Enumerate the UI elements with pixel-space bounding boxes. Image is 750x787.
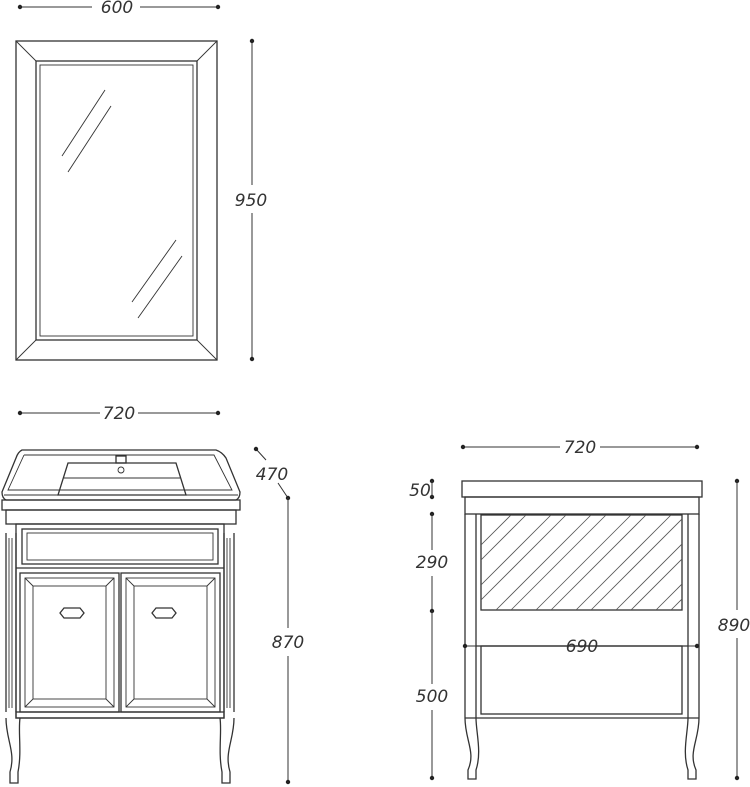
cabinet-height-dimension: 870: [272, 498, 304, 785]
drawer-height-label: 290: [416, 553, 448, 573]
cabinet-body: [5, 523, 235, 719]
door-handle-right[interactable]: [151, 607, 177, 619]
mirror-height-label: 950: [235, 191, 267, 211]
side-top-slab: [461, 480, 703, 515]
cabinet-sink-top: [1, 449, 241, 525]
top-thickness-label: 50: [409, 481, 431, 501]
mirror-width-dimension: 600: [17, 0, 221, 18]
cabinet-height-label: 870: [272, 633, 304, 653]
cabinet-legs: [5, 717, 235, 784]
side-height-label: 890: [718, 616, 750, 636]
side-height-dimension: 890: [718, 478, 750, 781]
side-width-dimension: 720: [460, 438, 700, 458]
side-frame: [464, 514, 700, 719]
mirror-frame: [15, 40, 218, 361]
door-left: [19, 572, 120, 713]
drawer-panel: [21, 528, 219, 565]
door-right: [120, 572, 221, 713]
fluted-column-left: [5, 533, 17, 712]
mirror: 600 950: [15, 0, 267, 362]
side-legs: [464, 717, 700, 780]
mirror-height-dimension: 950: [235, 38, 267, 362]
cabinet-depth-label: 470: [256, 465, 288, 485]
mirror-reflection-marks: [61, 89, 183, 319]
cabinet-side-view: 720: [409, 438, 750, 781]
drawer-hatching: [481, 515, 682, 610]
door-handle-left[interactable]: [59, 607, 85, 619]
inner-width-dimension: 690: [462, 637, 700, 657]
mirror-width-label: 600: [101, 0, 133, 18]
side-width-label: 720: [564, 438, 596, 458]
cabinet-front: 720: [1, 404, 304, 785]
inner-width-label: 690: [566, 637, 598, 657]
cabinet-width-label: 720: [103, 404, 135, 424]
lower-height-label: 500: [416, 687, 448, 707]
cabinet-depth-dimension: 470: [253, 446, 291, 501]
cabinet-width-dimension: 720: [17, 404, 221, 424]
left-vertical-dimensions: 50 290 500: [409, 478, 448, 781]
fluted-column-right: [223, 533, 235, 712]
